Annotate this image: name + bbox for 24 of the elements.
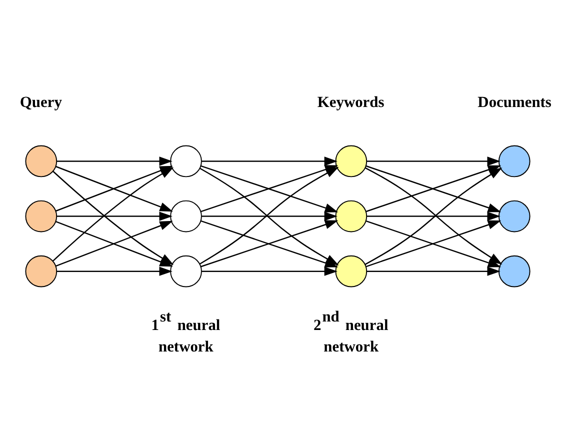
arrow	[56, 211, 172, 220]
label: Keywords	[317, 93, 384, 110]
node-circle	[335, 144, 368, 177]
node-circle	[170, 254, 202, 287]
node-circle	[25, 254, 58, 287]
arrow	[202, 211, 338, 220]
arrow	[366, 211, 500, 220]
node-circle	[25, 144, 58, 177]
arrow	[56, 266, 172, 276]
node-circle	[335, 200, 368, 232]
label: Query	[20, 93, 62, 110]
node-circle	[25, 200, 58, 232]
node-circle	[498, 144, 530, 177]
node-circle	[170, 144, 202, 177]
node-circle	[498, 254, 530, 287]
node-circle	[170, 200, 202, 232]
node-circle	[335, 254, 368, 287]
arrow	[56, 156, 172, 166]
arrow	[202, 156, 338, 166]
label: Documents	[478, 93, 552, 110]
node-circle	[498, 200, 530, 232]
arrow	[202, 266, 338, 276]
arrow	[366, 156, 500, 166]
arrow	[366, 266, 500, 276]
